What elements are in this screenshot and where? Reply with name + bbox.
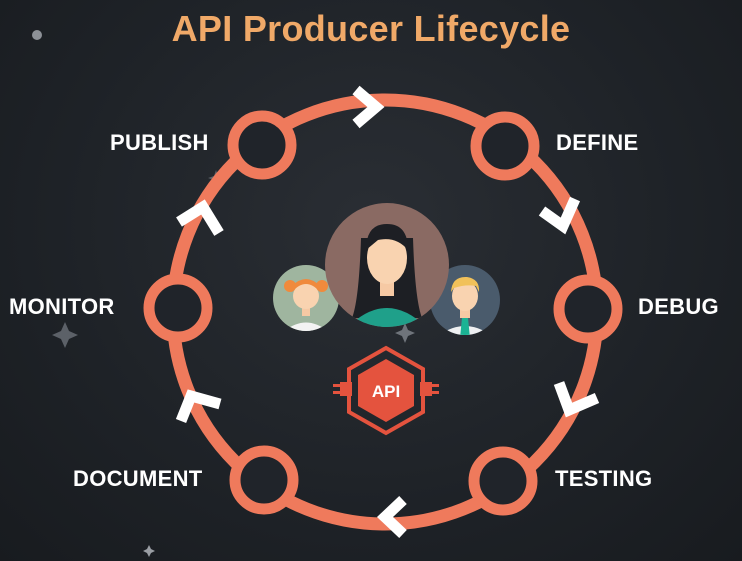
arrow-chevron-icon: [175, 389, 222, 424]
stage-label-monitor: MONITOR: [9, 294, 115, 319]
sparkle-star: [395, 323, 415, 343]
api-hexagon-outline: [347, 345, 425, 436]
arrow-chevron-icon: [352, 85, 385, 129]
stage-node-define: [470, 111, 540, 181]
woman-avatar: [325, 203, 449, 327]
api-plug-left-icon: [333, 382, 352, 396]
arrow-chevron-icon: [176, 199, 224, 236]
arrow-chevron-icon: [553, 381, 600, 418]
diagram-title: API Producer Lifecycle: [171, 8, 571, 49]
arrow-chevron-icon: [538, 196, 581, 235]
stage-label-testing: TESTING: [555, 466, 653, 491]
girl-avatar: [273, 265, 339, 331]
api-hexagon-fill: [358, 359, 414, 422]
stage-label-publish: PUBLISH: [110, 130, 209, 155]
api-badge-text: API: [372, 382, 400, 401]
man-avatar: [430, 265, 500, 335]
stage-node-debug: [553, 274, 623, 344]
sparkle-star: [52, 322, 78, 348]
stage-label-define: DEFINE: [556, 130, 639, 155]
stage-node-testing: [468, 446, 538, 516]
arrow-chevron-icon: [376, 496, 407, 538]
stage-node-publish: [227, 110, 297, 180]
stage-label-debug: DEBUG: [638, 294, 719, 319]
team-avatars: [273, 203, 500, 335]
stage-node-monitor: [143, 273, 213, 343]
api-plug-right-icon: [420, 382, 439, 396]
sparkle-star: [143, 545, 155, 557]
stage-label-document: DOCUMENT: [73, 466, 203, 491]
api-badge: API: [333, 345, 439, 436]
sparkle-dot: [32, 30, 42, 40]
stage-node-document: [229, 445, 299, 515]
